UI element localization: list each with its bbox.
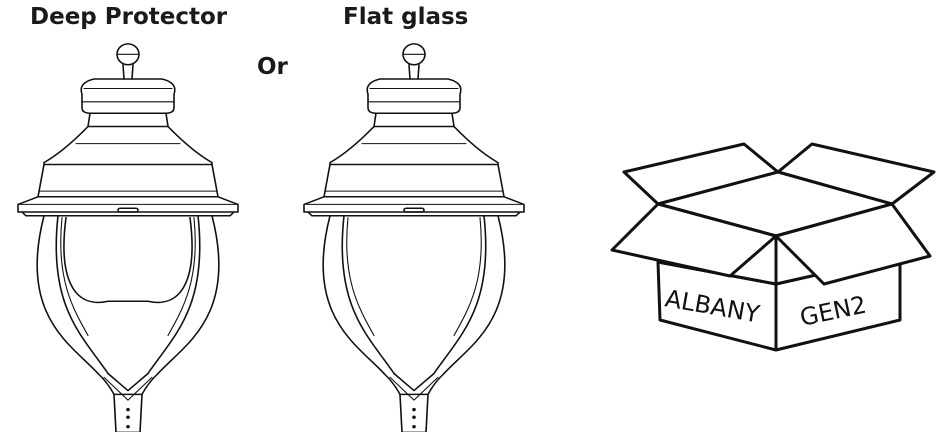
shipping-box-icon: ALBANY GEN2: [610, 142, 936, 352]
deep-protector-label: Deep Protector: [30, 4, 228, 30]
flat-glass-label: Flat glass: [343, 4, 469, 30]
or-label: Or: [257, 54, 288, 80]
flat-glass-lamp: [303, 43, 525, 432]
deep-protector-lamp: [17, 43, 239, 432]
